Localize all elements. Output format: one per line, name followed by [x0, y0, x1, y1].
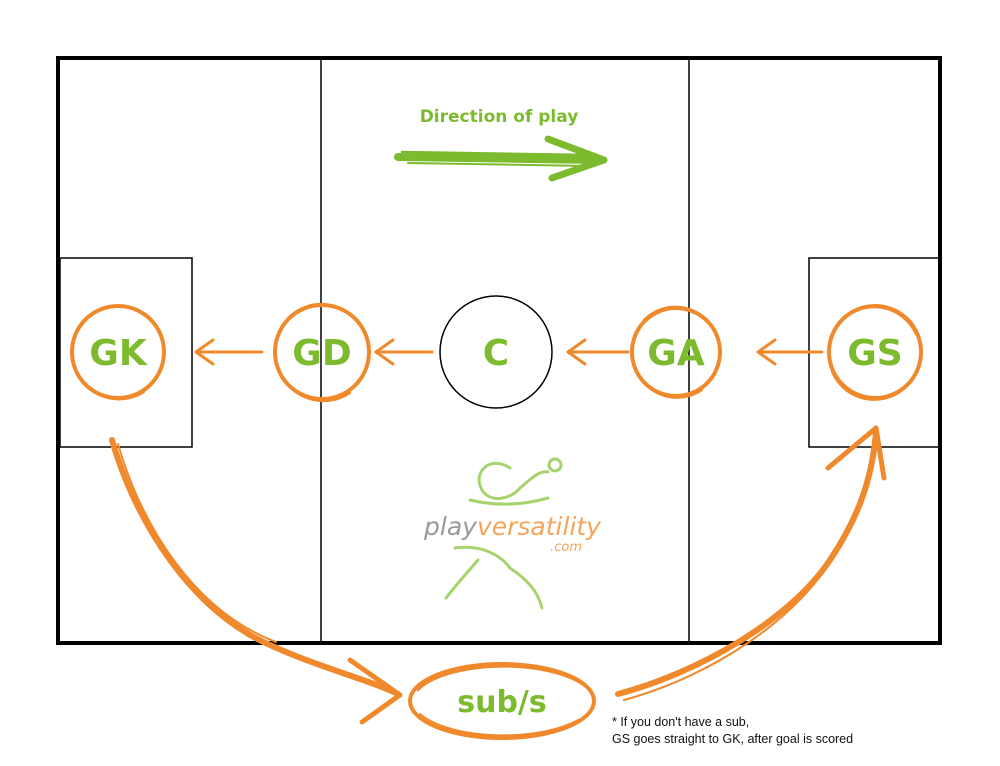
direction-arrow-icon: [394, 135, 608, 182]
goal-circle-left: [59, 257, 193, 448]
position-ga: GA: [647, 333, 705, 374]
sub-label: sub/s: [457, 685, 547, 720]
direction-of-play-label: Direction of play: [420, 107, 579, 127]
gd-ring-icon: [273, 302, 371, 403]
court-outline: [56, 56, 942, 645]
position-gd: GD: [292, 333, 351, 374]
centre-circle: [439, 295, 553, 409]
position-gk: GK: [89, 333, 148, 374]
gk-ring-icon: [70, 304, 166, 401]
arrow-gk-to-sub-icon: [109, 437, 403, 725]
no-sub-footnote: * If you don't have a sub, GS goes strai…: [612, 714, 992, 748]
svg-text:playversatility: playversatility: [423, 512, 602, 541]
position-gs: GS: [847, 333, 902, 374]
player-silhouette-icon: [444, 457, 563, 610]
footnote-line-2: GS goes straight to GK, after goal is sc…: [612, 732, 854, 746]
position-c: C: [483, 333, 509, 374]
ga-ring-icon: [630, 305, 722, 399]
sub-ring-icon: [408, 662, 596, 740]
arrow-sub-to-gs-icon: [615, 425, 887, 701]
footnote-line-1: * If you don't have a sub,: [612, 715, 750, 729]
gs-ring-icon: [827, 304, 923, 401]
arrow-gd-to-gk-icon: [194, 338, 264, 366]
arrow-gs-to-ga-icon: [756, 338, 824, 366]
playversatility-logo: playversatility .com: [423, 512, 602, 555]
arrow-ga-to-c-icon: [566, 338, 630, 366]
svg-text:.com: .com: [550, 540, 582, 555]
arrow-c-to-gd-icon: [374, 338, 434, 366]
